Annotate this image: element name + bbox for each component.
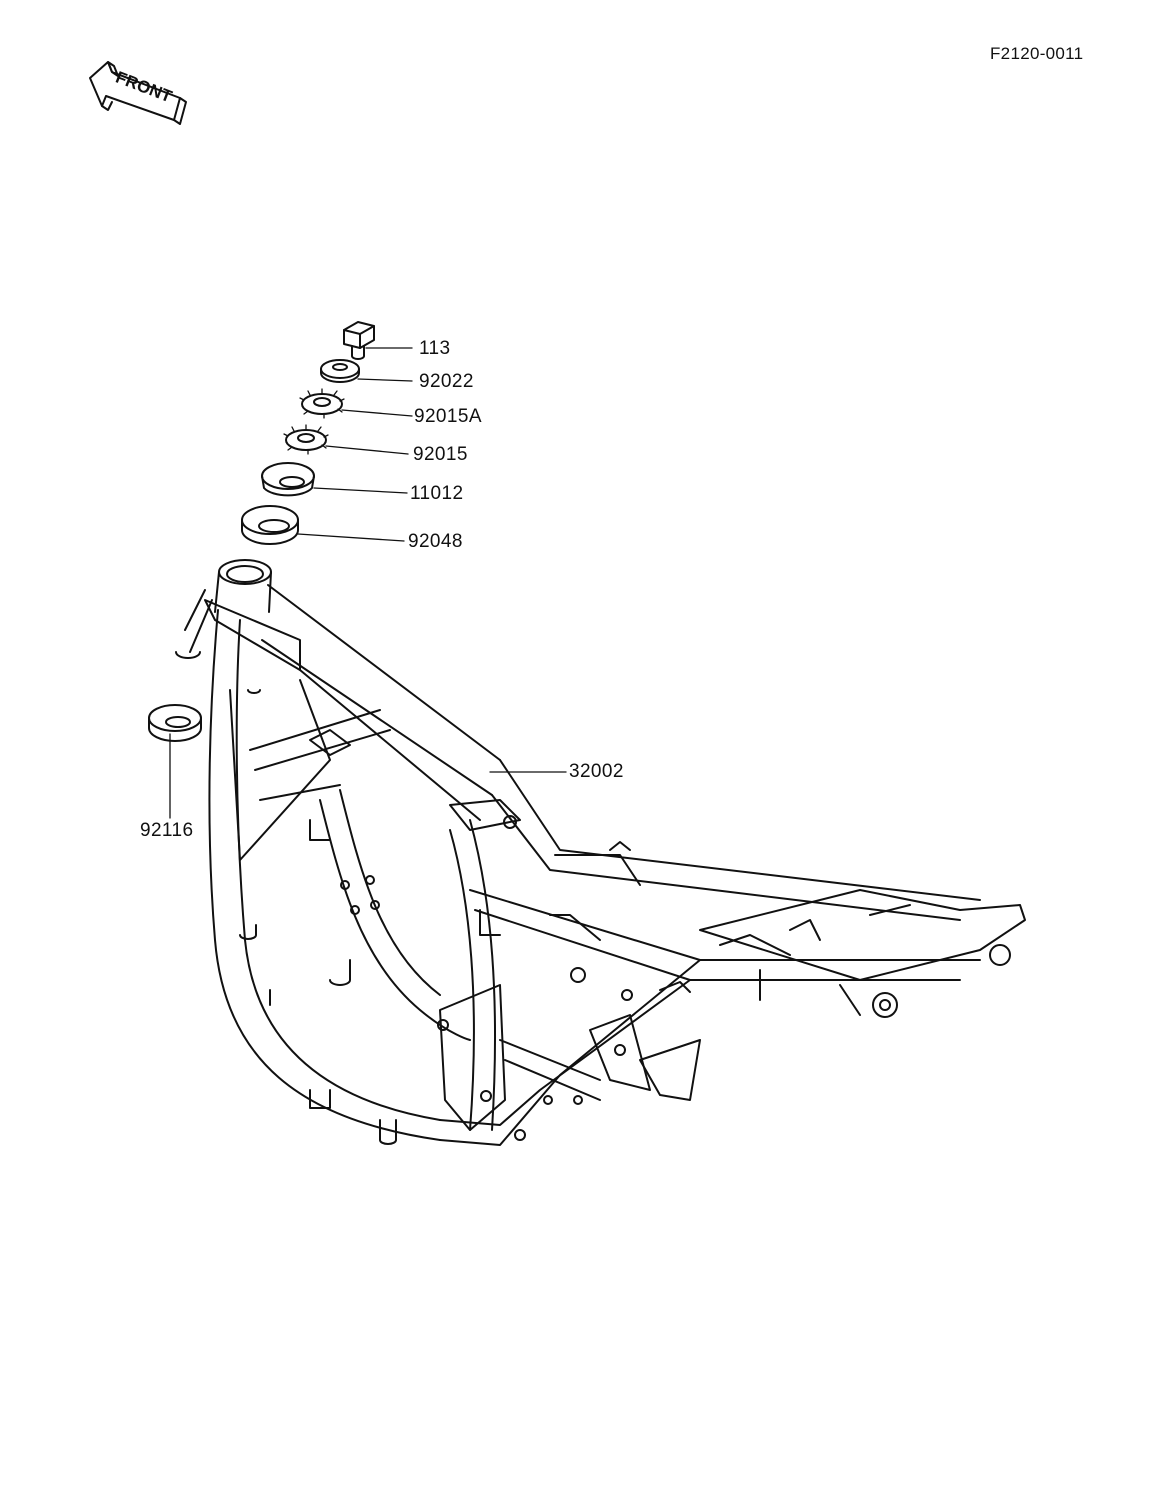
part-label-32002: 32002	[569, 761, 624, 782]
nut-92015A-icon	[299, 388, 345, 419]
part-label-92015A: 92015A	[414, 406, 482, 427]
nut-92015-icon	[283, 424, 329, 455]
frame-32002-icon	[175, 559, 1026, 1146]
part-label-92048: 92048	[408, 531, 463, 552]
part-label-92116: 92116	[140, 820, 194, 841]
part-label-113: 113	[419, 338, 451, 359]
front-arrow-icon: FRONT	[89, 61, 187, 125]
part-label-92015: 92015	[413, 444, 468, 465]
part-label-92022: 92022	[419, 371, 474, 392]
seal-92116-icon	[148, 704, 202, 742]
diagram-code: F2120-0011	[990, 44, 1084, 63]
cap-11012-icon	[261, 462, 315, 497]
seal-92048-icon	[241, 505, 299, 545]
bolt-113-icon	[343, 321, 375, 360]
washer-92022-icon	[320, 359, 360, 383]
part-label-11012: 11012	[410, 483, 464, 504]
leader-lines	[169, 347, 567, 819]
